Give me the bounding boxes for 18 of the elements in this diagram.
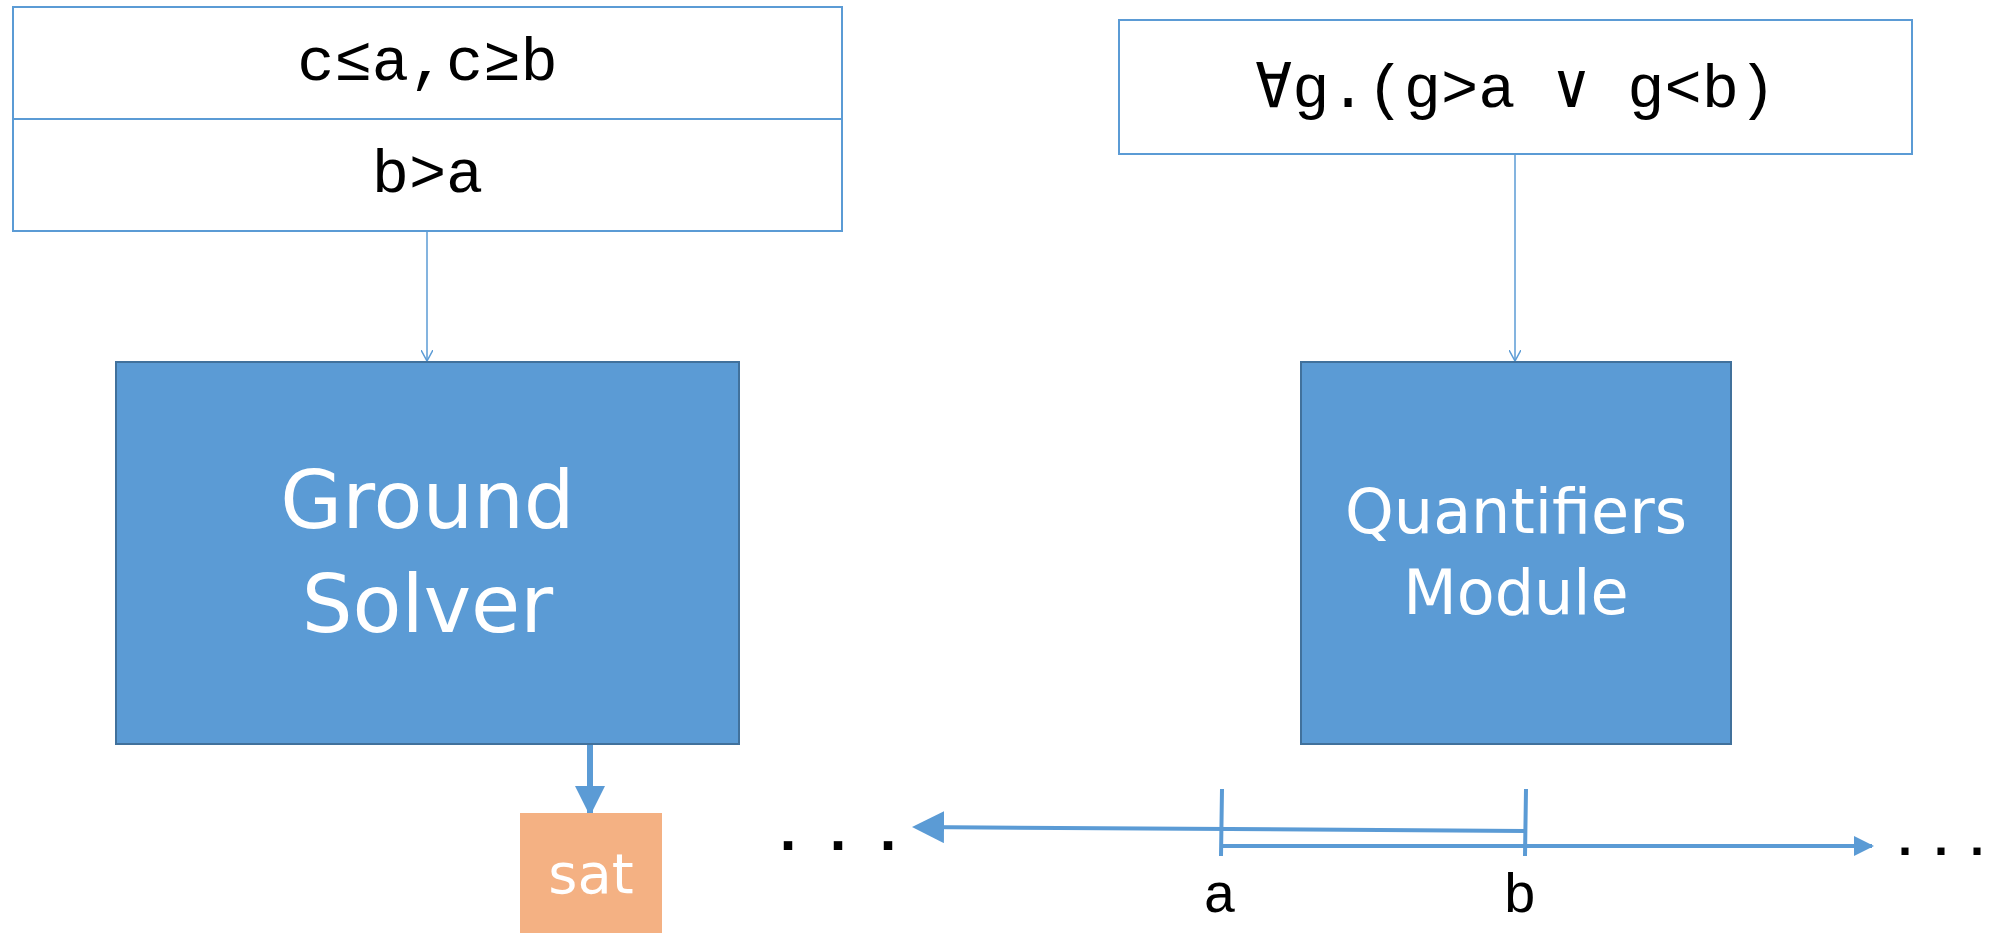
ellipsis-text: ... xyxy=(770,800,921,868)
formula-text: b>a xyxy=(14,118,841,230)
arrow xyxy=(1508,154,1522,362)
ellipsis-text: ... xyxy=(1890,813,1998,870)
box-label: Ground Solver xyxy=(279,453,576,653)
box-label: Quantifiers Module xyxy=(1344,474,1688,631)
result-box xyxy=(520,813,662,933)
process-box xyxy=(1300,361,1732,745)
box-label: sat xyxy=(548,840,634,906)
arrow xyxy=(575,745,605,816)
arrow xyxy=(420,231,434,362)
formula-text: ∀g.(g>a ∨ g<b) xyxy=(1254,53,1777,126)
tick-label: b xyxy=(1503,865,1537,929)
formula-text: c≤a,c≥b xyxy=(296,26,559,101)
formula-box xyxy=(1118,19,1913,155)
formula-box xyxy=(12,6,843,232)
process-box xyxy=(115,361,740,745)
tick-label: a xyxy=(1203,865,1237,929)
